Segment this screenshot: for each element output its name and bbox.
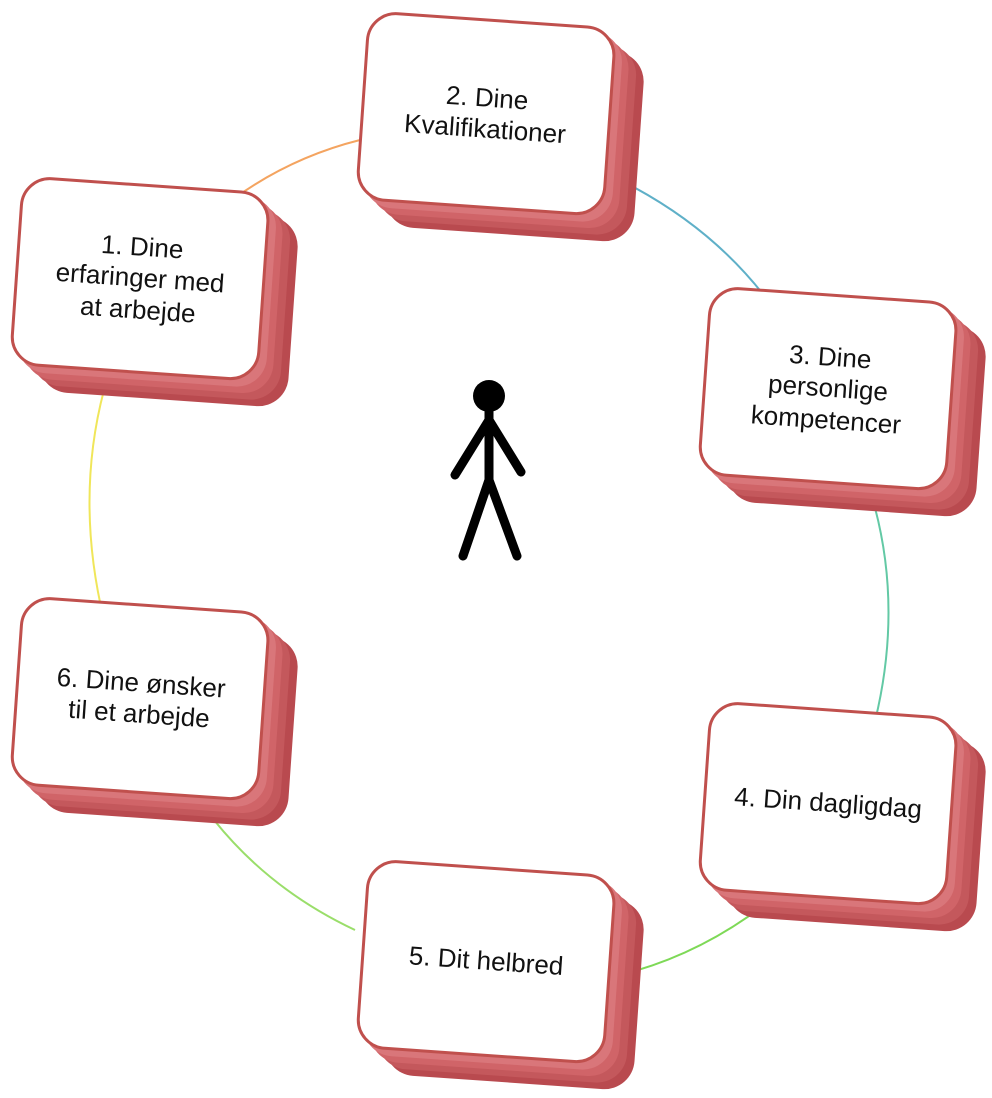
node-work-wishes: 6. Dine ønsker til et arbejde <box>7 595 312 835</box>
node-qualifications: 2. Dine Kvalifikationer <box>353 10 658 250</box>
stick-figure-icon <box>450 380 526 561</box>
node-face: 5. Dit helbred <box>354 858 618 1066</box>
node-label: 2. Dine Kvalifikationer <box>403 79 567 150</box>
node-label: 5. Dit helbred <box>407 940 565 982</box>
node-face: 2. Dine Kvalifikationer <box>354 10 618 218</box>
connector-3-4 <box>871 496 890 734</box>
node-face: 1. Dine erfaringer med at arbejde <box>8 175 272 383</box>
node-label: 4. Din dagligdag <box>733 781 923 825</box>
node-label: 6. Dine ønsker til et arbejde <box>55 661 227 734</box>
node-face: 3. Dine personlige kompetencer <box>696 285 960 493</box>
node-health: 5. Dit helbred <box>353 858 658 1098</box>
connector-5-6 <box>213 819 356 931</box>
connector-2-3 <box>619 179 767 299</box>
node-face: 6. Dine ønsker til et arbejde <box>8 595 272 803</box>
node-personal-competencies: 3. Dine personlige kompetencer <box>695 285 992 525</box>
node-work-experience: 1. Dine erfaringer med at arbejde <box>7 175 312 415</box>
node-daily-life: 4. Din dagligdag <box>695 700 992 940</box>
node-label: 3. Dine personlige kompetencer <box>749 339 902 440</box>
connector-6-1 <box>88 389 105 621</box>
node-face: 4. Din dagligdag <box>696 700 960 908</box>
node-label: 1. Dine erfaringer med at arbejde <box>54 229 226 329</box>
